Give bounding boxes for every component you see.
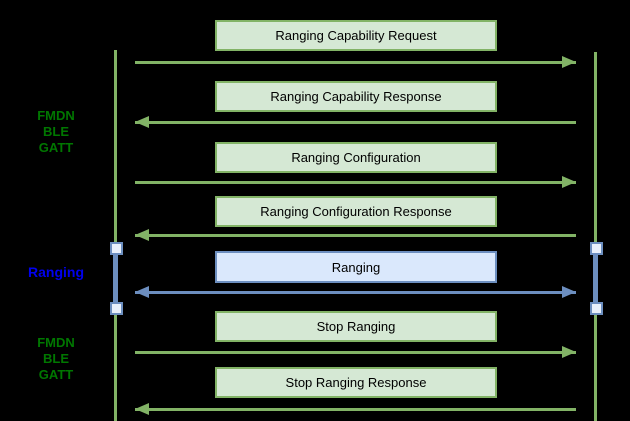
- message-label: Ranging Configuration Response: [260, 204, 452, 219]
- phase-label-line: GATT: [38, 140, 74, 155]
- message-box-ranging-configuration-response: Ranging Configuration Response: [215, 196, 497, 227]
- phase-label-ranging: Ranging: [10, 265, 102, 279]
- phase-label-line: FMDN: [37, 108, 75, 123]
- phase-label-line: Ranging: [28, 264, 84, 280]
- phase-label-line: BLE: [43, 124, 69, 139]
- phase-label-line: FMDN: [37, 335, 75, 350]
- lifeline-right-ranging-segment: [593, 247, 598, 309]
- lifeline-left-ranging-segment: [113, 247, 118, 309]
- phase-label-fmdn-ble-gatt-bottom: FMDN BLE GATT: [10, 335, 102, 383]
- message-box-ranging-capability-response: Ranging Capability Response: [215, 81, 497, 112]
- arrowhead-left-icon: [135, 403, 149, 415]
- message-box-ranging-configuration: Ranging Configuration: [215, 142, 497, 173]
- arrow-ranging-configuration-response: [135, 229, 576, 241]
- message-label: Stop Ranging Response: [285, 375, 427, 390]
- arrowhead-left-icon: [135, 229, 149, 241]
- message-label: Ranging Capability Response: [270, 89, 442, 104]
- arrowhead-right-icon: [562, 56, 576, 68]
- message-box-stop-ranging: Stop Ranging: [215, 311, 497, 342]
- activation-square-left-top: [110, 242, 123, 255]
- message-label: Ranging: [331, 259, 381, 275]
- arrow-ranging-capability-request: [135, 56, 576, 68]
- message-box-stop-ranging-response: Stop Ranging Response: [215, 367, 497, 398]
- message-box-ranging: Ranging: [215, 251, 497, 283]
- arrow-ranging-configuration: [135, 176, 576, 188]
- phase-label-line: BLE: [43, 351, 69, 366]
- arrowhead-left-icon: [135, 116, 149, 128]
- message-box-ranging-capability-request: Ranging Capability Request: [215, 20, 497, 51]
- activation-square-right-top: [590, 242, 603, 255]
- arrow-stop-ranging-response: [135, 403, 576, 415]
- activation-square-right-bottom: [590, 302, 603, 315]
- arrowhead-right-icon: [562, 176, 576, 188]
- message-label: Ranging Configuration: [291, 150, 421, 165]
- arrow-ranging-bidirectional: [135, 286, 576, 298]
- lifeline-right: [594, 52, 597, 421]
- arrowhead-left-icon: [135, 286, 149, 298]
- phase-label-fmdn-ble-gatt-top: FMDN BLE GATT: [10, 108, 102, 156]
- lifeline-left: [114, 50, 117, 421]
- message-label: Ranging Capability Request: [275, 28, 437, 43]
- arrow-stop-ranging: [135, 346, 576, 358]
- phase-label-line: GATT: [38, 367, 74, 382]
- message-label: Stop Ranging: [316, 319, 396, 334]
- activation-square-left-bottom: [110, 302, 123, 315]
- arrow-ranging-capability-response: [135, 116, 576, 128]
- arrowhead-right-icon: [562, 346, 576, 358]
- arrowhead-right-icon: [562, 286, 576, 298]
